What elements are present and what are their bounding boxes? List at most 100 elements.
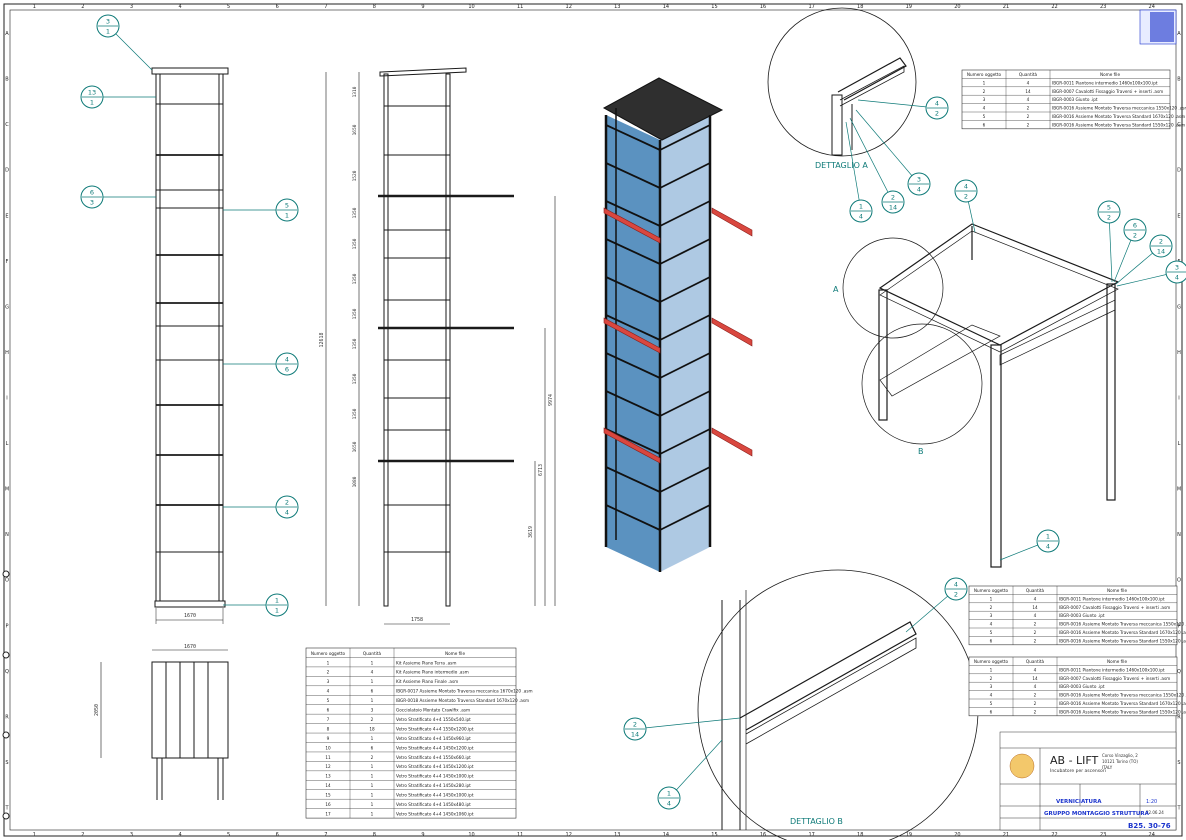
bom-cell: 14 bbox=[1032, 605, 1038, 610]
detail-b-label: DETTAGLIO B bbox=[790, 817, 843, 826]
grid-row-label: E bbox=[1177, 213, 1180, 219]
bom-header-cell: Nome file bbox=[1107, 588, 1127, 593]
balloon-item-number: 4 bbox=[954, 581, 958, 589]
detail-b-view bbox=[698, 570, 978, 840]
grid-row-label: S bbox=[5, 760, 8, 766]
part-balloon: 42 bbox=[858, 97, 948, 119]
side-segment-dim: 1650 bbox=[352, 124, 358, 135]
side-segment-dim: 1520 bbox=[352, 170, 358, 181]
grid-column-label: 13 bbox=[614, 832, 620, 838]
bom-cell: 2 bbox=[990, 676, 993, 681]
balloon-quantity: 1 bbox=[285, 212, 289, 220]
balloon-item-number: 2 bbox=[1159, 238, 1163, 246]
bom-cell: IBGR-0016 Assieme Montato Traversa mecca… bbox=[1059, 693, 1186, 698]
red-arm-2-right bbox=[712, 318, 752, 346]
grid-column-label: 7 bbox=[324, 4, 327, 10]
bom-cell: Vetro Stratificato 4+4 1450x1200.ipt bbox=[396, 745, 474, 750]
bom-cell: IBGR-0016 Assieme Montato Traversa mecca… bbox=[1052, 106, 1186, 111]
bom-cell: 4 bbox=[983, 106, 986, 111]
grid-column-label: 24 bbox=[1149, 4, 1155, 10]
bom-cell: Vetro Stratificato 4+4 1550x540.ipt bbox=[396, 717, 471, 722]
front-post-right bbox=[219, 74, 223, 607]
bom-cell: 6 bbox=[990, 709, 993, 714]
plan-view bbox=[101, 650, 228, 800]
bom-header-cell: Nome file bbox=[445, 651, 465, 656]
side-segment-dimensions: 1310165015201350135013501350135013501350… bbox=[352, 86, 358, 487]
bom-table-detail-b: Numero oggettoQuantitàNome file14IBGR-00… bbox=[969, 586, 1186, 645]
grid-column-label: 2 bbox=[81, 4, 84, 10]
part-balloon: 31 bbox=[97, 15, 152, 70]
detail-a-view bbox=[768, 8, 916, 156]
bom-cell: 1 bbox=[371, 698, 374, 703]
bom-cell: 7 bbox=[327, 717, 330, 722]
bom-cell: 15 bbox=[325, 793, 331, 798]
balloon-quantity: 1 bbox=[106, 28, 110, 36]
bom-table-detail-c: Numero oggettoQuantitàNome file14IBGR-00… bbox=[969, 657, 1186, 716]
grid-row-label: N bbox=[5, 532, 9, 538]
company-logo bbox=[1010, 754, 1034, 778]
balloon-leader bbox=[858, 100, 937, 108]
part-balloon: 34 bbox=[856, 110, 930, 195]
grid-row-label: M bbox=[1177, 487, 1181, 493]
h1-dim: 9974 bbox=[548, 394, 554, 406]
company-tagline: Incubatore per ascensori bbox=[1050, 768, 1106, 774]
balloon-quantity: 4 bbox=[1046, 543, 1050, 551]
balloon-quantity: 4 bbox=[667, 800, 671, 808]
bom-cell: 2 bbox=[1034, 630, 1037, 635]
grid-row-label: G bbox=[5, 304, 9, 310]
grid-column-label: 24 bbox=[1149, 832, 1155, 838]
balloon-item-number: 1 bbox=[667, 790, 671, 798]
bom-cell: 18 bbox=[369, 726, 375, 731]
side-segment-dim: 1350 bbox=[352, 238, 358, 249]
balloon-quantity: 1 bbox=[90, 99, 94, 107]
bom-cell: 3 bbox=[990, 684, 993, 689]
bom-cell: 14 bbox=[1032, 676, 1038, 681]
grid-column-label: 6 bbox=[276, 832, 279, 838]
grid-column-label: 17 bbox=[808, 832, 814, 838]
balloon-item-number: 5 bbox=[1107, 204, 1111, 212]
balloon-quantity: 14 bbox=[889, 204, 897, 212]
frame-leg-right bbox=[1107, 284, 1115, 500]
bom-cell: IBGR-0016 Assieme Montato Traversa Stand… bbox=[1059, 701, 1186, 706]
balloon-item-number: 4 bbox=[285, 356, 289, 364]
bom-cell: 14 bbox=[1025, 89, 1031, 94]
grid-row-label: H bbox=[5, 350, 9, 356]
side-segment-dim: 1350 bbox=[352, 207, 358, 218]
front-base bbox=[155, 601, 225, 607]
frame-mid-rail-right bbox=[1000, 300, 1115, 365]
grid-column-label: 8 bbox=[373, 4, 376, 10]
company-address-3: ITALY bbox=[1102, 765, 1113, 770]
side-width-dim: 1758 bbox=[411, 617, 423, 623]
grid-row-label: A bbox=[5, 31, 9, 37]
bom-cell: 4 bbox=[1027, 97, 1030, 102]
bom-cell: 3 bbox=[990, 613, 993, 618]
grid-row-label: O bbox=[1177, 578, 1181, 584]
grid-row-label: H bbox=[1177, 350, 1181, 356]
side-segment-dim: 1310 bbox=[352, 86, 358, 97]
balloon-quantity: 6 bbox=[285, 366, 289, 374]
company-address-1: Corso Vinzaglio, 2 bbox=[1102, 753, 1138, 758]
grid-column-label: 15 bbox=[711, 832, 717, 838]
circle-a bbox=[843, 238, 943, 338]
grid-column-label: 4 bbox=[178, 832, 181, 838]
balloon-item-number: 2 bbox=[285, 499, 289, 507]
bom-cell: 11 bbox=[325, 755, 331, 760]
bom-cell: 1 bbox=[371, 793, 374, 798]
grid-row-label: C bbox=[5, 122, 9, 128]
grid-row-label: R bbox=[5, 714, 9, 720]
balloon-item-number: 6 bbox=[1133, 222, 1137, 230]
bom-header-cell: Numero oggetto bbox=[967, 72, 1002, 77]
side-segment-dim: 1350 bbox=[352, 273, 358, 284]
grid-column-label: 12 bbox=[566, 4, 572, 10]
grid-row-label: M bbox=[5, 487, 9, 493]
bom-cell: Vetro Stratificato 4+4 1450x280.ipt bbox=[396, 783, 471, 788]
grid-column-label: 9 bbox=[421, 832, 424, 838]
bom-cell: Vetro Stratificato 4+4 1450x480.ipt bbox=[396, 802, 471, 807]
bom-cell: 17 bbox=[325, 811, 331, 816]
balloon-leader bbox=[669, 740, 722, 798]
plan-height-dim: 2050 bbox=[94, 704, 100, 716]
balloon-item-number: 4 bbox=[935, 100, 939, 108]
grid-row-label: Q bbox=[1177, 669, 1181, 675]
bom-cell: IBGR-0011 Piantone intermedio 1460x100x1… bbox=[1059, 596, 1165, 601]
frame-leg-front bbox=[991, 345, 1001, 567]
